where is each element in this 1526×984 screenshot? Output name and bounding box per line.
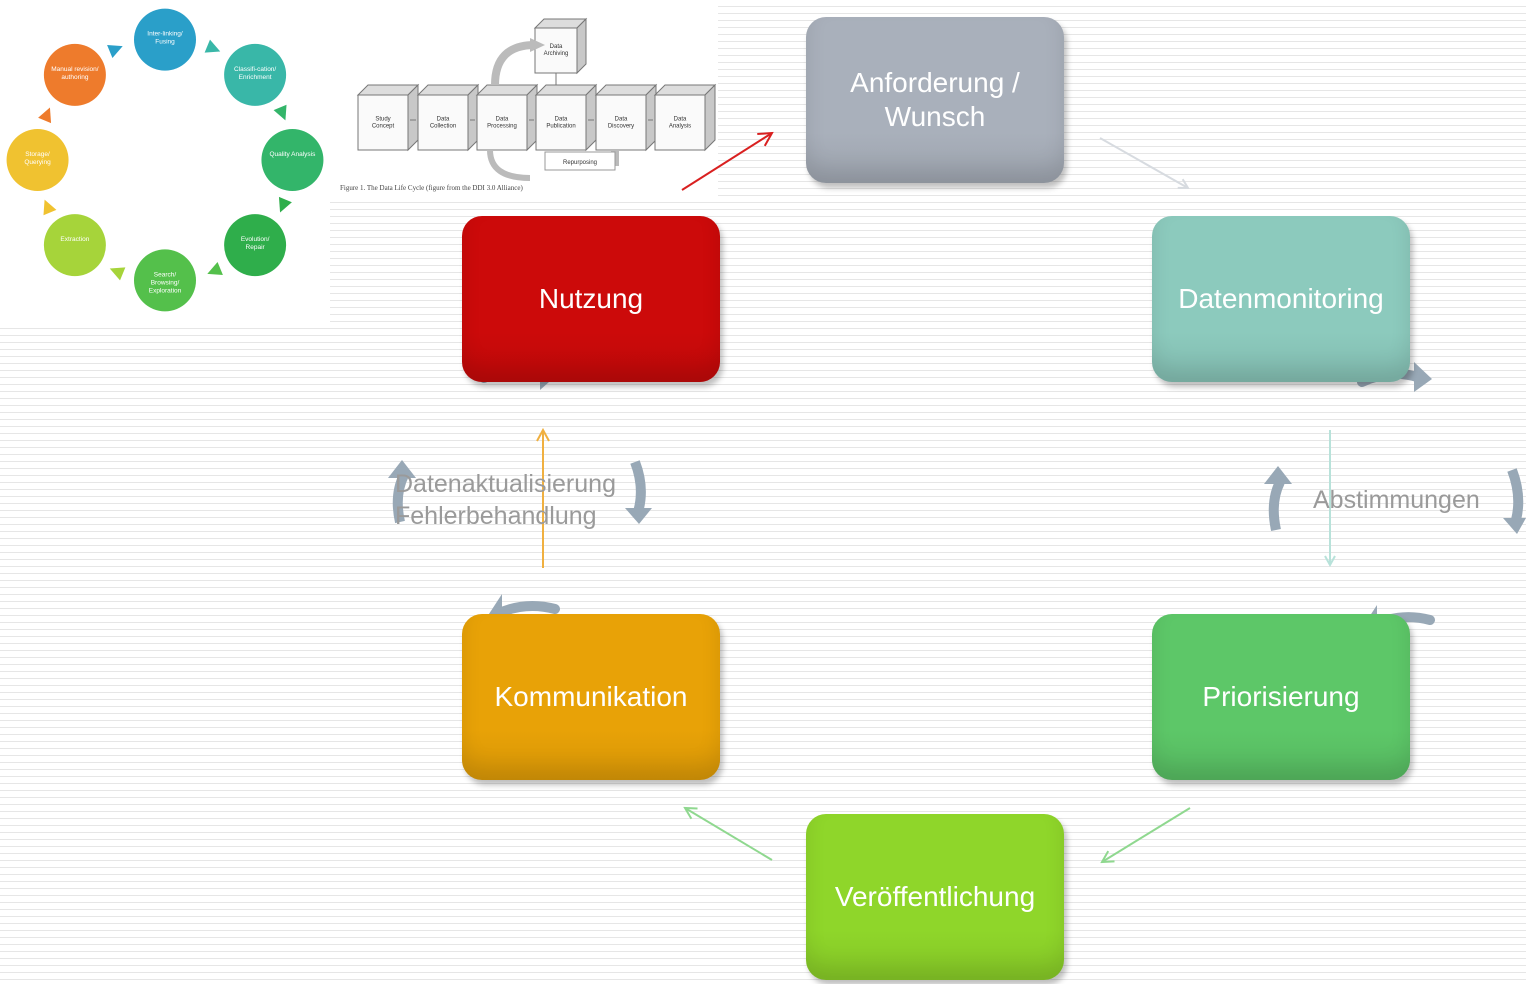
- inset-circle-label: Inter-linking/Fusing: [147, 31, 183, 46]
- inset-circle-label: Evolution/Repair: [241, 236, 270, 251]
- label-abstimmungen: Abstimmungen: [1313, 486, 1480, 514]
- arrow-veroeffentlichung-to-kommunikation: [685, 808, 773, 861]
- node-kommunikation-label: Kommunikation: [494, 681, 688, 713]
- node-datenmonitoring-label: Datenmonitoring: [1178, 283, 1384, 315]
- inset-circle-label: Extraction: [60, 236, 89, 243]
- bracket-right-open: [1268, 479, 1285, 532]
- inset-circle-node: [261, 129, 324, 191]
- inset-circle-arrow: [207, 262, 223, 275]
- inset-circle-label: Storage/Querying: [24, 151, 51, 166]
- label-fehlerbehandlung: Fehlerbehandlung: [395, 502, 597, 530]
- inset-circle-node: [6, 129, 69, 191]
- node-nutzung-label: Nutzung: [538, 283, 644, 315]
- inset-circle-label: Classifi-cation/Enrichment: [234, 66, 276, 81]
- inset-flow-loop-label: Repurposing: [563, 160, 597, 166]
- inset-circle-arrow: [204, 39, 221, 53]
- inset-circle-node: [43, 214, 106, 277]
- node-kommunikation: Kommunikation: [462, 614, 720, 780]
- curved-arrow-kommunikation: [492, 600, 560, 619]
- inset-circle-label: Search/Browsing/Exploration: [149, 271, 182, 294]
- inset-circle-arrow: [43, 199, 57, 216]
- inset-circle-arrow: [38, 107, 52, 124]
- arrow-priorisierung-to-veroeffentlichung: [1102, 807, 1191, 862]
- node-veroeffentlichung-label: Veröffentlichung: [834, 881, 1036, 913]
- node-priorisierung: Priorisierung: [1152, 614, 1410, 780]
- node-anforderung-label: Anforderung / Wunsch: [850, 67, 1020, 132]
- label-datenaktualisierung: Datenaktualisierung: [395, 470, 616, 498]
- bracket-left-close: [630, 460, 646, 514]
- inset-circle-node: [224, 43, 287, 106]
- inset-circle-node: [43, 43, 106, 106]
- inset-flow-loop-box: [544, 151, 616, 171]
- bracket-left-open: [392, 472, 409, 524]
- node-priorisierung-label: Priorisierung: [1202, 681, 1360, 713]
- inset-circle-node: [224, 214, 287, 277]
- inset-circle-arrow: [109, 267, 126, 281]
- inset-flow-caption: Figure 1. The Data Life Cycle (figure fr…: [340, 184, 523, 192]
- inset-circle-node: [134, 8, 196, 71]
- node-datenmonitoring: Datenmonitoring: [1152, 216, 1410, 382]
- node-nutzung: Nutzung: [462, 216, 720, 382]
- inset-circle-diagram: Inter-linking/FusingClassifi-cation/Enri…: [6, 8, 324, 312]
- bracket-right-close: [1507, 468, 1524, 522]
- inset-circle-label: Manual revision/authoring: [51, 66, 99, 81]
- inset-circle-arrow: [107, 45, 123, 58]
- inset-circle-arrow: [278, 196, 292, 213]
- inset-circle-label: Quality Analysis: [269, 151, 316, 158]
- arrow-nutzung-to-anforderung: [681, 133, 772, 191]
- arrow-anforderung-to-datenmonitoring: [1099, 137, 1188, 188]
- inset-circle-arrow: [273, 104, 287, 121]
- inset-circle-node: [134, 249, 196, 312]
- node-anforderung: Anforderung / Wunsch: [806, 17, 1064, 183]
- inset-flow-top-loop: [491, 41, 536, 86]
- node-veroeffentlichung: Veröffentlichung: [806, 814, 1064, 980]
